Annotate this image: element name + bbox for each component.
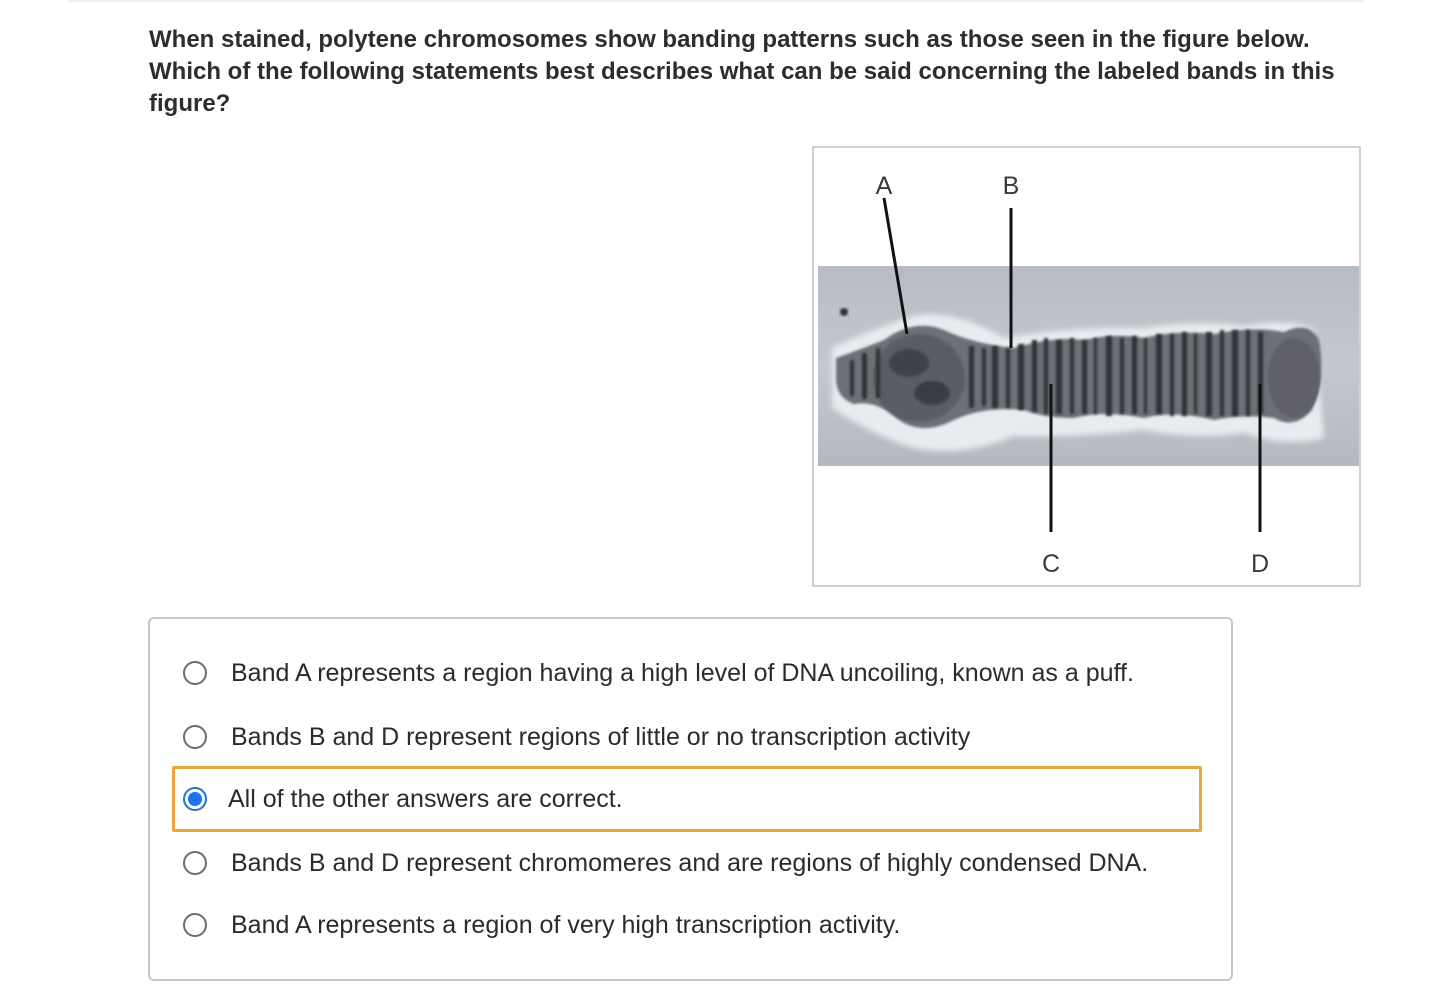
radio-button[interactable] (183, 725, 207, 749)
radio-button[interactable] (183, 851, 207, 875)
figure-label-b: B (1003, 172, 1020, 200)
figure-label-c: C (1042, 550, 1060, 578)
answer-option-4[interactable]: Bands B and D represent chromomeres and … (172, 831, 1202, 895)
pointer-line-a (882, 197, 909, 335)
figure-label-d: D (1251, 550, 1269, 578)
polytene-chromosome-image: A B C D (818, 172, 1359, 578)
answer-option-label: Bands B and D represent chromomeres and … (231, 848, 1149, 877)
answer-option-label: All of the other answers are correct. (228, 784, 623, 813)
figure-label-a: A (876, 172, 893, 200)
answer-option-5[interactable]: Band A represents a region of very high … (172, 893, 1202, 957)
answer-option-3-selected[interactable]: All of the other answers are correct. (172, 766, 1202, 832)
answer-options: Band A represents a region having a high… (148, 617, 1233, 981)
band-pointer-lines (882, 197, 1262, 532)
answer-option-1[interactable]: Band A represents a region having a high… (172, 641, 1202, 705)
answer-option-label: Band A represents a region of very high … (231, 910, 901, 939)
radio-button-selected[interactable] (183, 787, 207, 811)
answer-option-label: Bands B and D represent regions of littl… (231, 722, 971, 751)
question-text: When stained, polytene chromosomes show … (149, 26, 1335, 117)
top-divider (68, 0, 1364, 2)
answer-option-2[interactable]: Bands B and D represent regions of littl… (172, 705, 1202, 769)
answer-option-label: Band A represents a region having a high… (231, 658, 1134, 687)
chromosome-figure: A B C D (812, 146, 1361, 587)
chromosome-body (836, 308, 1322, 429)
radio-button[interactable] (183, 913, 207, 937)
radio-button[interactable] (183, 661, 207, 685)
